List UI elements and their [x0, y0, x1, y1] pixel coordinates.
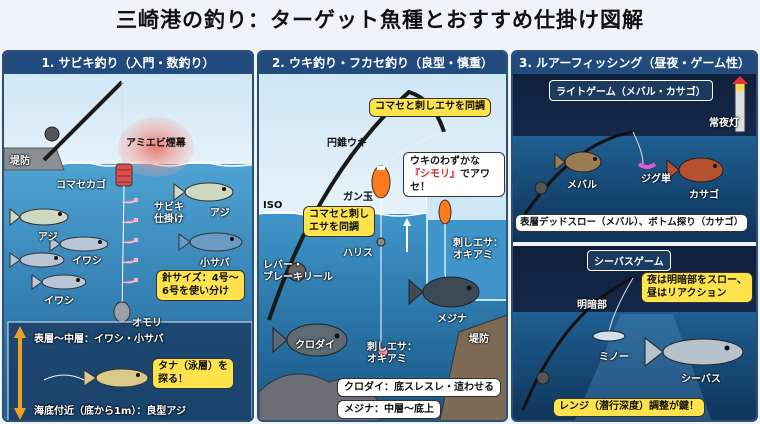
label-bait: 刺しエサ： オキアミ — [367, 342, 417, 365]
callout-seabass-tip: 夜は明暗部をスロー、 昼はリアクション — [641, 272, 753, 303]
lure-scene — [513, 72, 756, 420]
light-cone — [574, 314, 712, 420]
label-chum-cloud: アミエビ煙幕 — [126, 138, 186, 149]
label-mejina: メジナ — [437, 314, 467, 325]
label-kurodai: クロダイ — [295, 340, 335, 351]
panel-header: 2. ウキ釣り・フカセ釣り（良型・慎重） — [259, 52, 506, 74]
callout-range: レンジ（潜行深度）調整が鍵！ — [553, 398, 705, 417]
panel-lure: 3. ルアーフィッシング（昼夜・ゲーム性） ライトゲーム（メバル・カサゴ） 常夜… — [511, 50, 758, 422]
page-title: 三崎港の釣り：ターゲット魚種とおすすめ仕掛け図解 — [116, 8, 644, 32]
label-layer-bottom: 海底付近（底から1m）：良型アジ — [34, 406, 186, 417]
label-pier: 堤防 — [469, 334, 489, 345]
shimori-post: でアワセ！ — [410, 169, 490, 193]
jig-head — [637, 162, 657, 169]
fish-iwashi-1 — [49, 236, 109, 252]
tip-kurodai: クロダイ：底スレスレ・這わせる — [337, 378, 501, 397]
label-iwashi-1: イワシ — [72, 256, 102, 267]
fish-aji-left — [9, 207, 69, 227]
callout-tune-mid: コマセと刺し エサを同調 — [303, 206, 375, 237]
fish-iwashi-2 — [9, 252, 65, 268]
callout-hook-size: 針サイズ：4号〜 6号を使い分け — [156, 270, 245, 301]
label-pier: 堤防 — [10, 156, 30, 167]
label-light-dark: 明暗部 — [577, 300, 607, 311]
chum-basket — [115, 163, 133, 187]
shimori-key: 『シモリ』 — [410, 169, 460, 180]
label-reel: レバー・ ブレーキリール — [263, 260, 333, 283]
label-inset-bait: 刺しエサ： オキアミ — [453, 238, 503, 261]
label-harris: ハリス — [343, 248, 373, 259]
label-jig-head: ジグ単 — [641, 174, 671, 185]
tip-mejina: メジナ：中層〜底上 — [337, 400, 441, 419]
minnow-lure — [592, 330, 626, 342]
label-minnow: ミノー — [599, 352, 629, 363]
label-split-shot: ガン玉 — [343, 192, 373, 203]
label-iwashi-2: イワシ — [44, 296, 74, 307]
subtitle-light-game: ライトゲーム（メバル・カサゴ） — [549, 80, 713, 101]
label-layer-upper: 表層〜中層：イワシ・小サバ — [34, 334, 164, 345]
panel-uki: 2. ウキ釣り・フカセ釣り（良型・慎重） — [257, 50, 508, 422]
fish-iwashi-3 — [31, 274, 87, 290]
sinker — [113, 301, 131, 323]
split-shot — [376, 237, 386, 247]
label-kasago: カサゴ — [689, 190, 719, 201]
fish-kasago — [666, 157, 724, 183]
shimori-pre: ウキのわずかな — [410, 156, 480, 167]
label-lighthouse: 常夜灯 — [709, 118, 739, 129]
fish-mebaru — [554, 151, 602, 173]
fish-seabass — [644, 336, 744, 368]
okiami-bait — [377, 346, 389, 358]
label-sinker: オモリ — [132, 318, 162, 329]
panel-header: 3. ルアーフィッシング（昼夜・ゲーム性） — [513, 52, 756, 74]
label-mebaru: メバル — [567, 180, 597, 191]
fish-kosaba — [178, 232, 243, 252]
subtitle-seabass: シーバスゲーム — [587, 250, 671, 271]
fish-kurodai — [272, 323, 348, 357]
chum-cloud — [118, 117, 194, 177]
rod — [42, 80, 124, 162]
callout-tana: タナ（泳層）を 探る！ — [152, 358, 234, 389]
panel-sabiki: 1. サビキ釣り（入門・数釣り） — [2, 50, 254, 422]
fish-aji-top — [173, 182, 234, 202]
seabass-rod — [521, 276, 634, 411]
label-float: 円錐ウキ — [327, 138, 367, 149]
callout-tune-top: コマセと刺しエサを同調 — [369, 98, 491, 117]
panel-header: 1. サビキ釣り（入門・数釣り） — [4, 52, 252, 74]
cone-float — [371, 165, 391, 199]
label-chum-basket: コマセカゴ — [56, 180, 106, 191]
label-sabiki-rig: サビキ 仕掛け — [154, 202, 184, 225]
lever-brake-reel — [287, 262, 307, 282]
label-aji-top: アジ — [210, 208, 230, 219]
reel — [44, 126, 60, 142]
method-light-game: 表層デッドスロー（メバル）、ボトム探り（カサゴ） — [515, 214, 749, 233]
label-iso: ISO — [263, 200, 283, 211]
fish-aji-bottom — [83, 368, 149, 388]
callout-shimori: ウキのわずかな 『シモリ』でアワセ！ — [403, 152, 505, 197]
label-aji-left: アジ — [38, 232, 58, 243]
label-seabass: シーバス — [681, 374, 721, 385]
fish-mejina — [408, 276, 480, 308]
label-kosaba: 小サバ — [200, 258, 230, 269]
